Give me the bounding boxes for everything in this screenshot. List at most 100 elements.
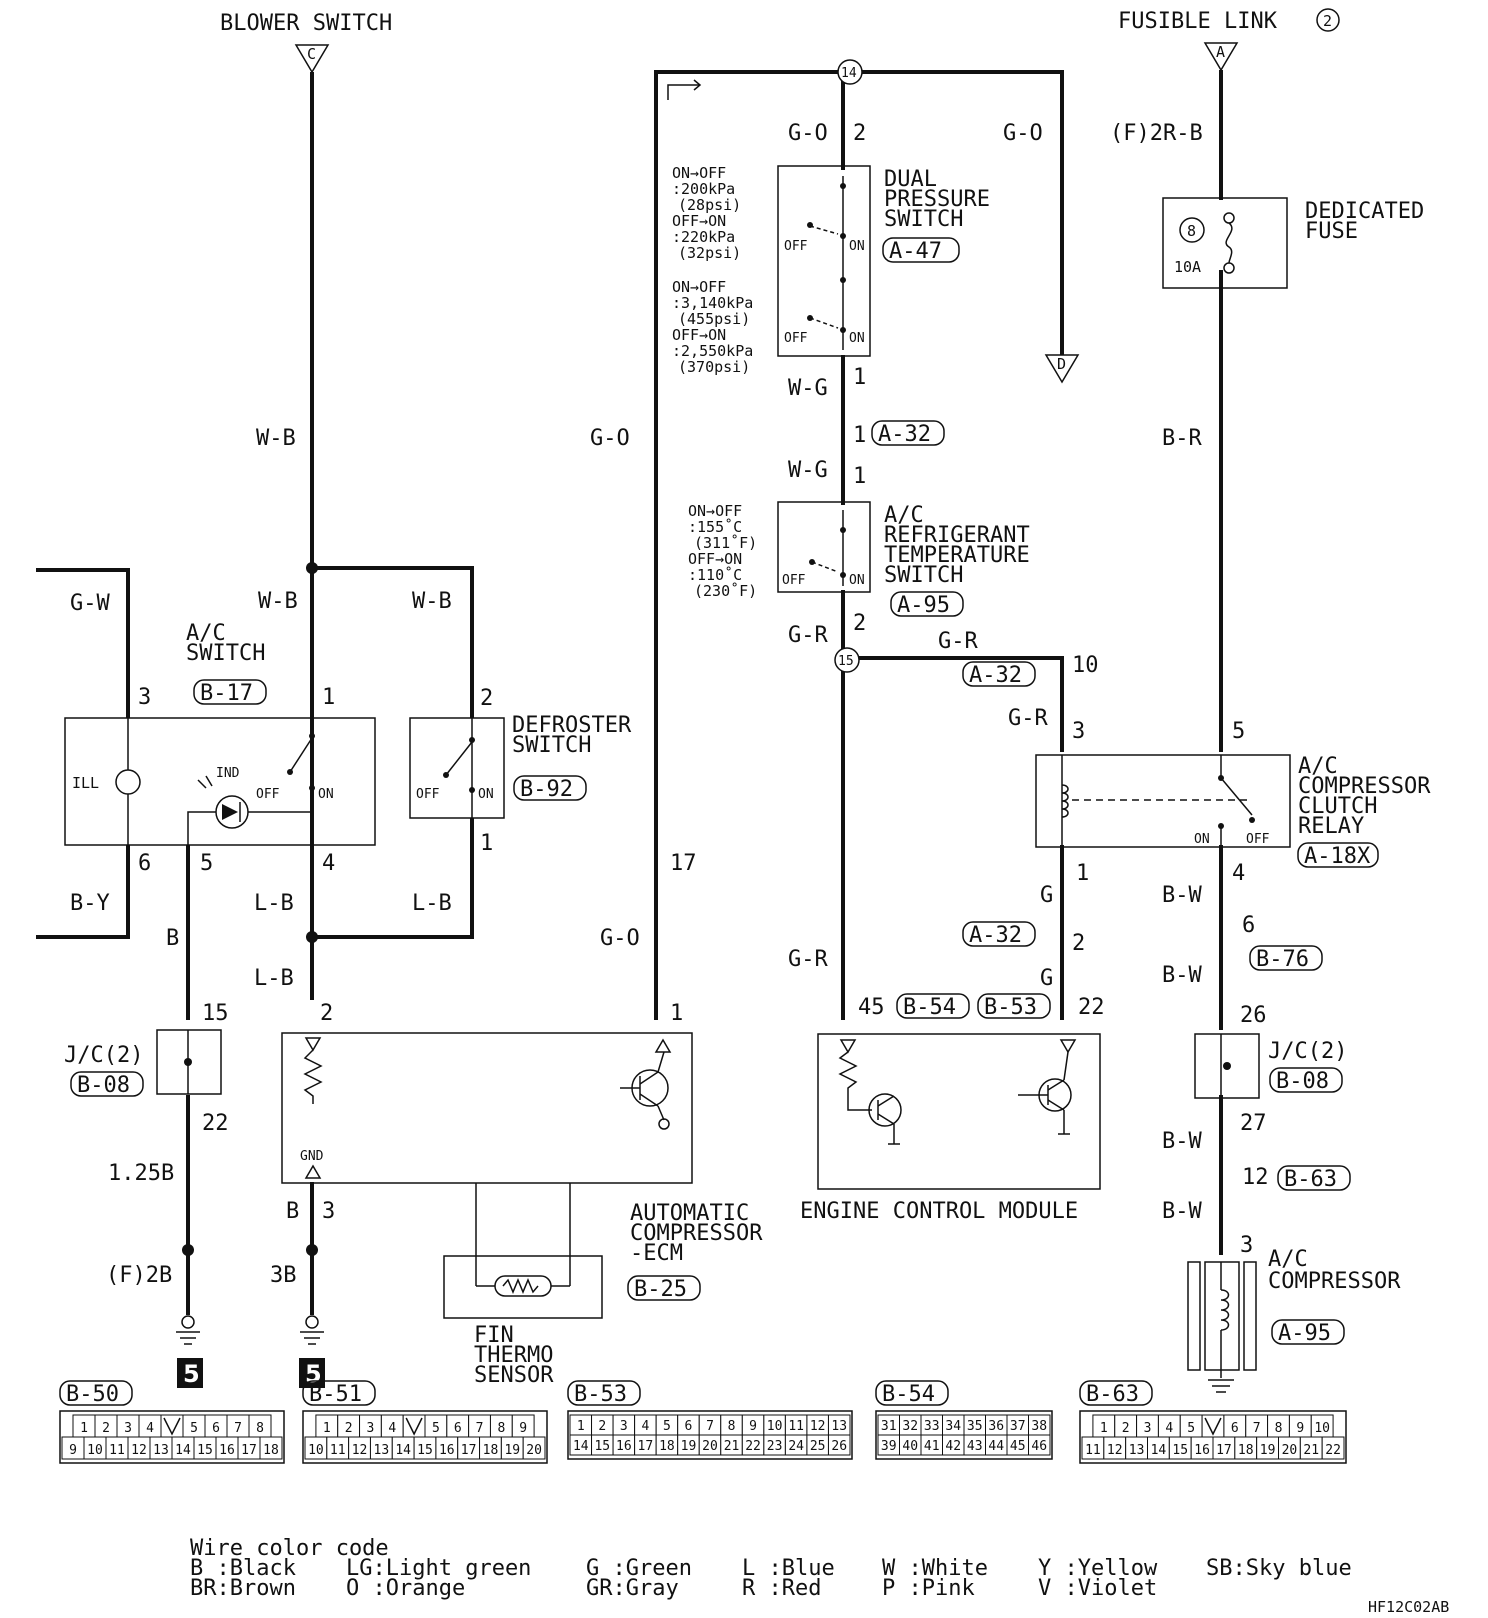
b63-ref: B-63: [1277, 1165, 1351, 1192]
connector-pin-number: 14: [1151, 1443, 1167, 1458]
svg-text:8: 8: [1187, 222, 1196, 240]
wire-label: B: [166, 926, 179, 951]
svg-text:OFF→ON: OFF→ON: [688, 550, 742, 568]
connector-pin-number: 17: [241, 1443, 257, 1458]
svg-text:IND: IND: [216, 766, 240, 781]
connector-pin-number: 36: [988, 1419, 1004, 1434]
connector-housing: [59, 1410, 285, 1464]
ground-symbol-left: [176, 1315, 200, 1345]
wire-label: G-O: [600, 926, 640, 951]
connector-pin-number: 16: [616, 1439, 632, 1454]
svg-text:(230˚F): (230˚F): [694, 582, 757, 600]
connector-pin-number: 5: [1187, 1421, 1195, 1436]
svg-text:14: 14: [841, 66, 857, 81]
defroster-switch: OFF ON: [409, 717, 505, 819]
dps-title-2: PRESSURE: [884, 187, 990, 212]
connector-pin-number: 11: [109, 1443, 125, 1458]
connector-ref-label: B-53: [574, 1382, 627, 1407]
connector-pin-number: 12: [810, 1419, 826, 1434]
fin-title-1: FIN: [474, 1323, 514, 1348]
connector-ref-pill: [59, 1380, 133, 1406]
connector-pin-number: 2: [102, 1421, 110, 1436]
connector-pin-number: 1: [577, 1419, 585, 1434]
svg-text:B :Black: B :Black: [190, 1556, 296, 1581]
connector-pin-number: 1: [80, 1421, 88, 1436]
svg-text:OFF→ON: OFF→ON: [672, 326, 726, 344]
connector-pin-number: 11: [1085, 1443, 1101, 1458]
connector-pin-number: 8: [728, 1419, 736, 1434]
a32-ref-3: A-32: [962, 921, 1036, 948]
svg-text:OFF: OFF: [256, 787, 280, 802]
connector-pin-number: 5: [190, 1421, 198, 1436]
connector-d-marker: D: [1044, 354, 1080, 384]
connector-pin-number: 31: [881, 1419, 897, 1434]
wire-label: G-R: [1008, 706, 1048, 731]
wire-label: G-R: [788, 947, 828, 972]
pin-label: 22: [202, 1111, 229, 1136]
connector-pin-number: 32: [902, 1419, 918, 1434]
connector-pin-number: 14: [175, 1443, 191, 1458]
pin-label: 2: [1072, 931, 1085, 956]
svg-text:O :Orange: O :Orange: [346, 1576, 465, 1601]
svg-text:B-63: B-63: [1284, 1167, 1337, 1192]
connector-ref-label: B-54: [882, 1382, 935, 1407]
svg-text:GND: GND: [300, 1149, 324, 1164]
svg-text:SB:Sky blue: SB:Sky blue: [1206, 1556, 1352, 1581]
a32-ref-1: A-32: [871, 420, 945, 447]
node-15: 15: [834, 647, 860, 673]
connector-pin-number: 25: [810, 1439, 826, 1454]
connector-pin-number: 15: [1172, 1443, 1188, 1458]
connector-pin-number: 14: [395, 1443, 411, 1458]
wire-label: G-R: [788, 623, 828, 648]
connector-pin-cell: [1028, 1434, 1051, 1456]
wire-label: G: [1040, 966, 1053, 991]
connector-pin-number: 16: [1194, 1443, 1210, 1458]
connector-pin-number: 16: [439, 1443, 455, 1458]
svg-text:Y :Yellow: Y :Yellow: [1038, 1556, 1158, 1581]
svg-text:A-95: A-95: [897, 593, 950, 618]
connector-c-marker: C: [294, 44, 330, 74]
wire-label: B: [286, 1199, 299, 1224]
pin-label: 1: [670, 1001, 683, 1026]
refrigerant-temperature-switch: OFF ON: [777, 501, 871, 593]
connector-pin-number: 18: [1238, 1443, 1254, 1458]
connector-pin-number: 10: [308, 1443, 324, 1458]
fuse-title-1: DEDICATED: [1305, 199, 1424, 224]
connector-a-marker: A: [1203, 42, 1239, 72]
connector-pin-cell: [1321, 1436, 1345, 1460]
svg-text:(28psi): (28psi): [678, 196, 741, 214]
connector-pin-number: 9: [69, 1443, 77, 1458]
pin-label: 26: [1240, 1003, 1267, 1028]
connector-housing: [302, 1410, 548, 1464]
wire-label: B-Y: [70, 891, 110, 916]
dps-spec: ON→OFF :200kPa (28psi) OFF→ON :220kPa (3…: [672, 164, 753, 376]
wire-label: L-B: [254, 966, 294, 991]
wire-label: (F)2B: [106, 1263, 172, 1288]
svg-text:LG:Light green: LG:Light green: [346, 1556, 531, 1581]
connector-pin-number: 6: [685, 1419, 693, 1434]
connector-pin-number: 19: [504, 1443, 520, 1458]
connector-pin-number: 24: [788, 1439, 804, 1454]
splice-dot: [182, 1244, 194, 1256]
fuse-title-2: FUSE: [1305, 219, 1358, 244]
pin-label: 6: [1242, 913, 1255, 938]
wire-label: 1.25B: [108, 1161, 174, 1186]
connector-pin-number: 13: [374, 1443, 390, 1458]
svg-text:OFF: OFF: [784, 239, 808, 254]
connector-pin-number: 20: [702, 1439, 718, 1454]
pin-label: 3: [1072, 719, 1085, 744]
connector-pin-number: 20: [1282, 1443, 1298, 1458]
pin-label: 1: [853, 365, 866, 390]
svg-text:(311˚F): (311˚F): [694, 534, 757, 552]
b76-ref: B-76: [1249, 945, 1323, 972]
connector-pin-number: 3: [124, 1421, 132, 1436]
wire-label: W-B: [256, 426, 296, 451]
svg-text:ON→OFF: ON→OFF: [688, 502, 742, 520]
wire-label: B-W: [1162, 883, 1202, 908]
connector-ref-pill: [875, 1380, 949, 1406]
svg-text:R :Red: R :Red: [742, 1576, 821, 1601]
svg-text::3,140kPa: :3,140kPa: [672, 294, 753, 312]
pin-label: 15: [202, 1001, 229, 1026]
connector-pin-number: 15: [197, 1443, 213, 1458]
